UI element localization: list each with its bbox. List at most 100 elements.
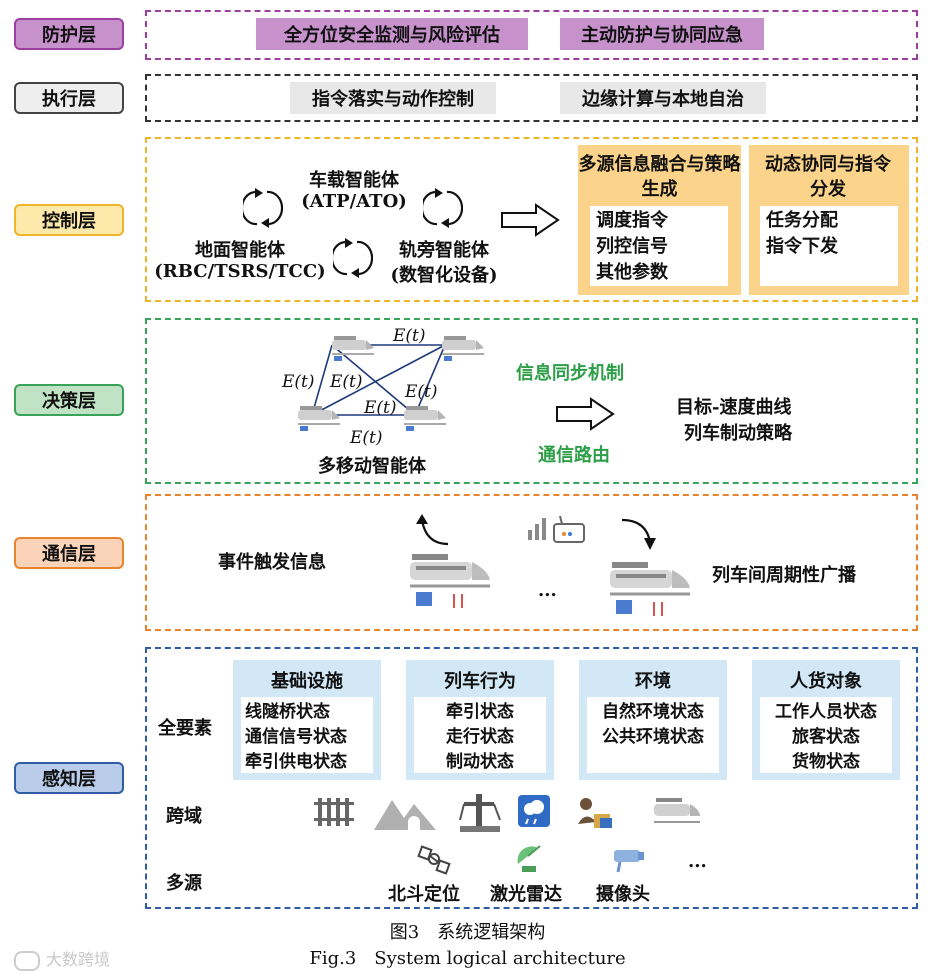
arrow-right-icon — [556, 397, 615, 431]
edge-label: E(t) — [282, 372, 315, 392]
perception-item: 货物状态 — [792, 752, 860, 772]
edge-label: E(t) — [330, 372, 363, 392]
communication-layer-box — [145, 494, 918, 631]
antenna-icon — [528, 515, 585, 543]
dispatch-item: 任务分配 — [766, 210, 838, 231]
perception-item: 制动状态 — [446, 752, 514, 772]
train-icon — [404, 406, 446, 431]
perception-card-title: 列车行为 — [444, 671, 516, 692]
perception-item: 旅客状态 — [792, 727, 860, 747]
onboard-agent-label: 车载智能体 — [309, 170, 399, 191]
cargo-icon — [578, 798, 612, 828]
protection-tag-1: 全方位安全监测与风险评估 — [256, 18, 528, 50]
perception-layer-box — [145, 647, 918, 909]
watermark-logo-icon — [14, 950, 40, 971]
weather-icon — [518, 795, 550, 827]
perception-card-title: 环境 — [635, 671, 671, 692]
perception-item: 工作人员状态 — [775, 702, 877, 722]
dispatch-title: 动态协同与指令分发 — [765, 154, 891, 200]
camera-icon — [614, 850, 644, 873]
perception-item: 牵引供电状态 — [245, 752, 347, 772]
layer-label-control: 控制层 — [14, 204, 124, 236]
watermark: 大数跨境 — [14, 946, 110, 971]
fusion-item: 列控信号 — [596, 236, 668, 257]
layer-label-text: 决策层 — [42, 391, 96, 412]
layer-label-text: 通信层 — [42, 544, 96, 565]
curved-arrow-icon — [416, 514, 449, 546]
perception-card-items-box — [587, 697, 719, 773]
train-icon — [442, 336, 484, 361]
fusion-item: 其他参数 — [596, 262, 668, 283]
edge-label: E(t) — [405, 382, 438, 402]
perception-card-items-box — [760, 697, 892, 773]
multi-agent-caption: 多移动智能体 — [318, 456, 426, 477]
radar-icon — [517, 845, 541, 872]
perception-item: 走行状态 — [446, 727, 514, 747]
cycle-arrow-icon — [333, 238, 373, 278]
layer-label-decision: 决策层 — [14, 384, 124, 416]
perception-card-items-box — [414, 697, 546, 773]
figure-caption-cn: 图3 系统逻辑架构 — [389, 922, 546, 943]
control-layer-box — [145, 137, 918, 302]
layer-label-perception: 感知层 — [14, 762, 124, 794]
sensor-label-beidou: 北斗定位 — [388, 884, 460, 905]
sensor-label-camera: 摄像头 — [596, 884, 650, 905]
full-elements-label: 全要素 — [158, 718, 212, 739]
layer-label-text: 执行层 — [42, 89, 96, 110]
decision-output-2: 列车制动策略 — [684, 423, 792, 444]
ground-agent-sub: (RBC/TSRS/TCC) — [154, 261, 326, 282]
perception-card-title: 人货对象 — [790, 671, 862, 692]
train-icon — [410, 554, 490, 608]
watermark-text: 大数跨境 — [46, 950, 111, 969]
layer-label-execution: 执行层 — [14, 82, 124, 114]
layer-label-text: 控制层 — [42, 211, 96, 232]
onboard-agent-sub: (ATP/ATO) — [301, 191, 407, 212]
cycle-arrow-icon — [243, 188, 283, 228]
trackside-agent-label: 轨旁智能体 — [399, 240, 489, 261]
edge-label: E(t) — [364, 398, 397, 418]
arrow-right-icon — [501, 203, 560, 237]
cycle-arrow-icon — [423, 188, 463, 228]
edge-label: E(t) — [350, 428, 383, 448]
multi-source-label: 多源 — [166, 873, 202, 894]
fusion-item: 调度指令 — [596, 210, 668, 231]
execution-layer-box — [145, 74, 918, 122]
cross-domain-label: 跨域 — [166, 806, 202, 827]
comm-ellipsis: ... — [538, 580, 557, 601]
power-pylon-icon — [459, 794, 501, 832]
execution-tag-2: 边缘计算与本地自治 — [560, 82, 766, 114]
protection-layer-box — [145, 10, 918, 60]
dispatch-item: 指令下发 — [766, 236, 838, 257]
mountain-tunnel-icon — [374, 800, 436, 830]
layer-label-communication: 通信层 — [14, 537, 124, 569]
ground-agent-label: 地面智能体 — [195, 240, 285, 261]
layer-label-text: 感知层 — [42, 769, 96, 790]
satellite-icon — [417, 845, 451, 875]
train-icon — [654, 798, 700, 823]
broadcast-label: 列车间周期性广播 — [712, 565, 856, 586]
layer-label-text: 防护层 — [42, 25, 96, 46]
execution-tag-1: 指令落实与动作控制 — [290, 82, 496, 114]
train-icon — [332, 336, 374, 361]
perception-item: 牵引状态 — [446, 702, 514, 722]
dispatch-items-box — [760, 206, 898, 286]
decision-output-1: 目标-速度曲线 — [676, 397, 792, 418]
fusion-strategy-title: 多源信息融合与策略生成 — [578, 154, 741, 200]
sync-mechanism-label: 信息同步机制 — [516, 363, 624, 384]
rail-track-icon — [314, 798, 354, 826]
perception-item: 线隧桥状态 — [245, 702, 330, 722]
figure-caption-en: Fig.3 System logical architecture — [309, 948, 626, 969]
perception-item: 公共环境状态 — [602, 727, 704, 747]
perception-item: 通信信号状态 — [245, 727, 347, 747]
perception-item: 自然环境状态 — [602, 702, 704, 722]
event-trigger-label: 事件触发信息 — [218, 552, 326, 573]
sensor-ellipsis: ... — [688, 851, 707, 872]
curved-arrow-icon — [621, 518, 656, 550]
sensor-label-lidar: 激光雷达 — [490, 884, 562, 905]
fusion-strategy-items-box — [590, 206, 728, 286]
routing-label: 通信路由 — [538, 445, 610, 466]
edge-label: E(t) — [393, 326, 426, 346]
train-icon — [610, 562, 690, 616]
decision-layer-box — [145, 318, 918, 484]
perception-card-items-box — [241, 697, 373, 773]
